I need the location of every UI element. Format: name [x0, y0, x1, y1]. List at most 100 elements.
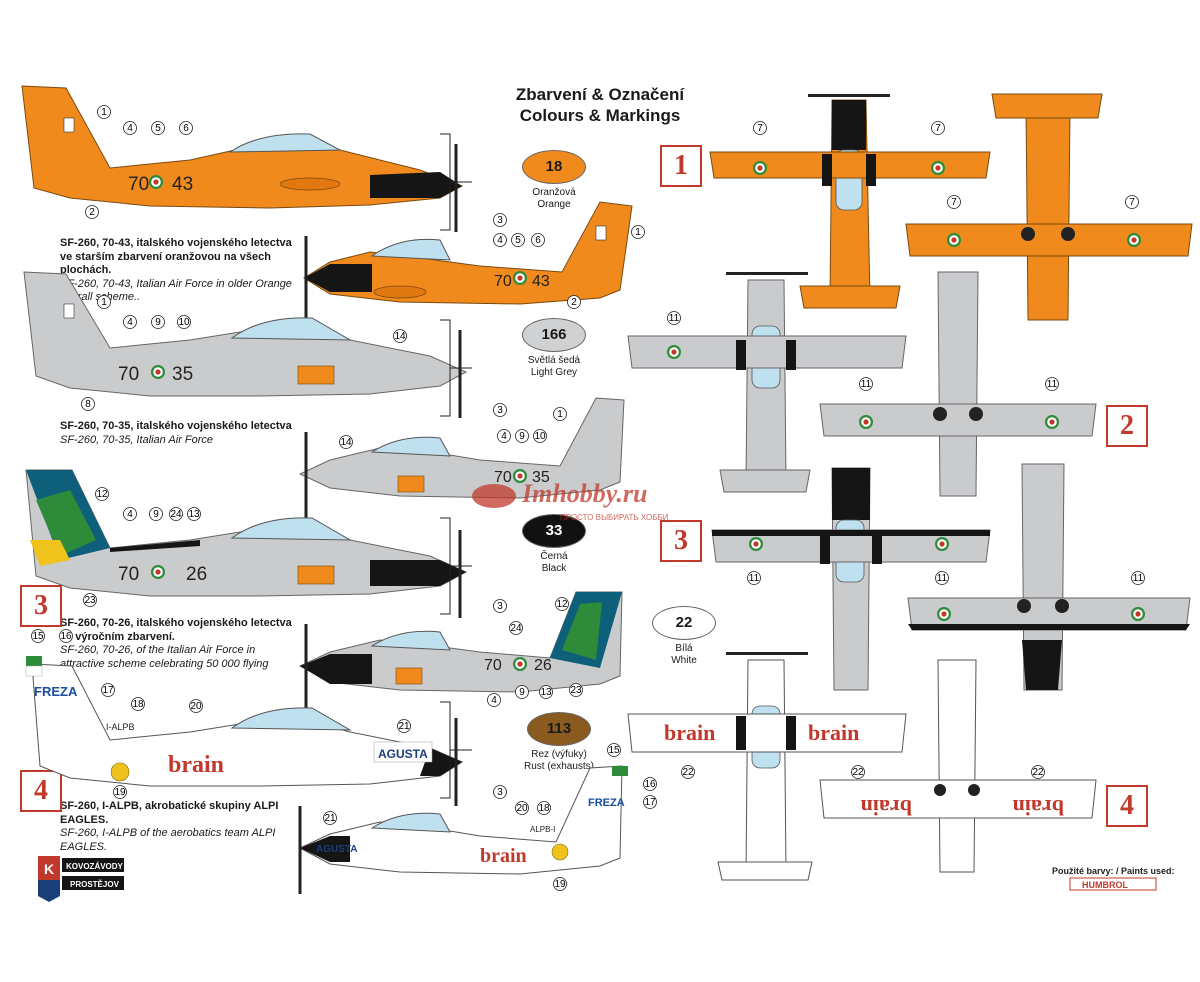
- callout-circle: [187, 507, 201, 521]
- callout-number: 9: [519, 687, 525, 698]
- callout-number: 11: [749, 573, 760, 584]
- kovozavody-logo: K KOVOZÁVODY PROSTĚJOV: [38, 856, 124, 902]
- scheme-2-description: SF-260, 70-35, italského vojenského lete…: [60, 420, 300, 447]
- callout-circle: [169, 507, 183, 521]
- callout-number: 4: [127, 123, 133, 134]
- callout-number: 24: [170, 509, 182, 520]
- paint-name-en: Rust (exhausts): [523, 761, 595, 772]
- callout-number: 20: [190, 701, 202, 712]
- callout-number: 12: [556, 599, 568, 610]
- callout-number: 18: [132, 699, 144, 710]
- paint-name-cz: Rez (výfuky): [531, 749, 587, 760]
- callout-number: 22: [1032, 767, 1044, 778]
- scheme-2-code-right: 35: [172, 364, 193, 385]
- callout-number: 17: [644, 797, 656, 808]
- callout-circle: [515, 801, 529, 815]
- callout-circle: [149, 507, 163, 521]
- page-title: Zbarvení & Označení Colours & Markings: [470, 84, 730, 126]
- callout-number: 18: [538, 803, 550, 814]
- scheme-3-title-cz: SF-260, 70-26, italského vojenského lete…: [60, 617, 292, 643]
- agusta-logo: AGUSTA: [378, 747, 428, 761]
- callout-number: 6: [535, 235, 541, 246]
- callout-circle: [511, 233, 525, 247]
- callout-number: 16: [60, 631, 72, 642]
- callout-circle: [681, 765, 695, 779]
- callout-circle: [931, 121, 945, 135]
- callout-number: 11: [1133, 573, 1144, 584]
- callout-number: 3: [497, 215, 503, 226]
- callout-number: 24: [510, 623, 522, 634]
- callout-number: 19: [554, 879, 566, 890]
- paint-name-cz: Světlá šedá: [527, 355, 581, 366]
- scheme-1-side-view-right: 70 43: [303, 201, 633, 324]
- paint-name-en: Orange: [537, 199, 571, 210]
- brain-bottom-left: brain: [861, 795, 912, 820]
- scheme-3-code-left: 70: [118, 564, 139, 585]
- callout-number: 4: [491, 695, 497, 706]
- callout-number: 11: [1047, 379, 1058, 390]
- callout-circle: [1031, 765, 1045, 779]
- callout-number: 7: [935, 123, 941, 134]
- scheme-4-side-view-left: FREZA I-ALPB brain AGUSTA: [25, 656, 473, 806]
- paint-swatch: 113: [527, 712, 591, 746]
- callout-number: 15: [608, 745, 620, 756]
- watermark-text: Imhobby.ru: [521, 479, 647, 508]
- callout-number: 11: [669, 313, 680, 324]
- callout-circle: [493, 785, 507, 799]
- callout-number: 13: [540, 687, 552, 698]
- callout-circle: [555, 597, 569, 611]
- callout-number: 1: [101, 297, 107, 308]
- callout-circle: [859, 377, 873, 391]
- callout-circle: [935, 571, 949, 585]
- freza-logo-2: FREZA: [588, 797, 625, 809]
- scheme-2-side-view-left: 70 35: [23, 271, 473, 418]
- scheme-2-title-en: SF-260, 70-35, Italian Air Force: [60, 433, 214, 446]
- callout-circle: [537, 801, 551, 815]
- callout-circle: [553, 407, 567, 421]
- callout-circle: [539, 685, 553, 699]
- callout-number: 22: [852, 767, 864, 778]
- scheme-4-top-view: brain brain: [627, 652, 907, 881]
- callout-number: 3: [497, 405, 503, 416]
- brain-top-left: brain: [664, 720, 715, 745]
- callout-circle: [643, 795, 657, 809]
- callout-circle: [131, 697, 145, 711]
- scheme-3-badge-side: 3: [20, 585, 62, 627]
- callout-circle: [493, 213, 507, 227]
- callout-circle: [113, 785, 127, 799]
- scheme-4-badge-side: 4: [20, 770, 62, 812]
- paint-name-en: Black: [541, 563, 567, 574]
- callout-circle: [393, 329, 407, 343]
- callout-number: 5: [155, 123, 161, 134]
- watermark: Imhobby.ru ПРОСТО ВЫБИРАТЬ ХОББИ: [472, 479, 669, 522]
- callout-number: 4: [501, 431, 507, 442]
- callout-circle: [97, 105, 111, 119]
- callout-circle: [85, 205, 99, 219]
- callout-circle: [81, 397, 95, 411]
- callout-circle: [515, 429, 529, 443]
- callout-circle: [531, 233, 545, 247]
- scheme-1-code-right: 43: [172, 174, 193, 195]
- scheme-2-side-view-right: 70 35: [298, 397, 625, 520]
- scheme-1-code-left: 70: [128, 174, 149, 195]
- freza-logo: FREZA: [34, 684, 78, 699]
- callout-number: 4: [127, 317, 133, 328]
- scheme-1-top-view: [709, 94, 991, 309]
- scheme-4-side-view-right: FREZA ALPB-I brain AGUSTA: [298, 765, 628, 894]
- watermark-sub: ПРОСТО ВЫБИРАТЬ ХОББИ: [560, 513, 669, 522]
- scheme-3-top-view: [711, 467, 991, 691]
- scheme-1-title-cz: SF-260, 70-43, italského vojenského lete…: [60, 237, 292, 276]
- callout-number: 6: [183, 123, 189, 134]
- paint-name-cz: Bílá: [675, 643, 693, 654]
- callout-circle: [31, 629, 45, 643]
- paint-swatch: 18: [522, 150, 586, 184]
- scheme-3-code-right: 26: [186, 564, 207, 585]
- callout-number: 21: [398, 721, 410, 732]
- callout-number: 4: [497, 235, 503, 246]
- callout-number: 22: [682, 767, 694, 778]
- callout-number: 1: [101, 107, 107, 118]
- callout-circle: [487, 693, 501, 707]
- callout-number: 11: [937, 573, 948, 584]
- agusta-logo-2: AGUSTA: [316, 844, 357, 855]
